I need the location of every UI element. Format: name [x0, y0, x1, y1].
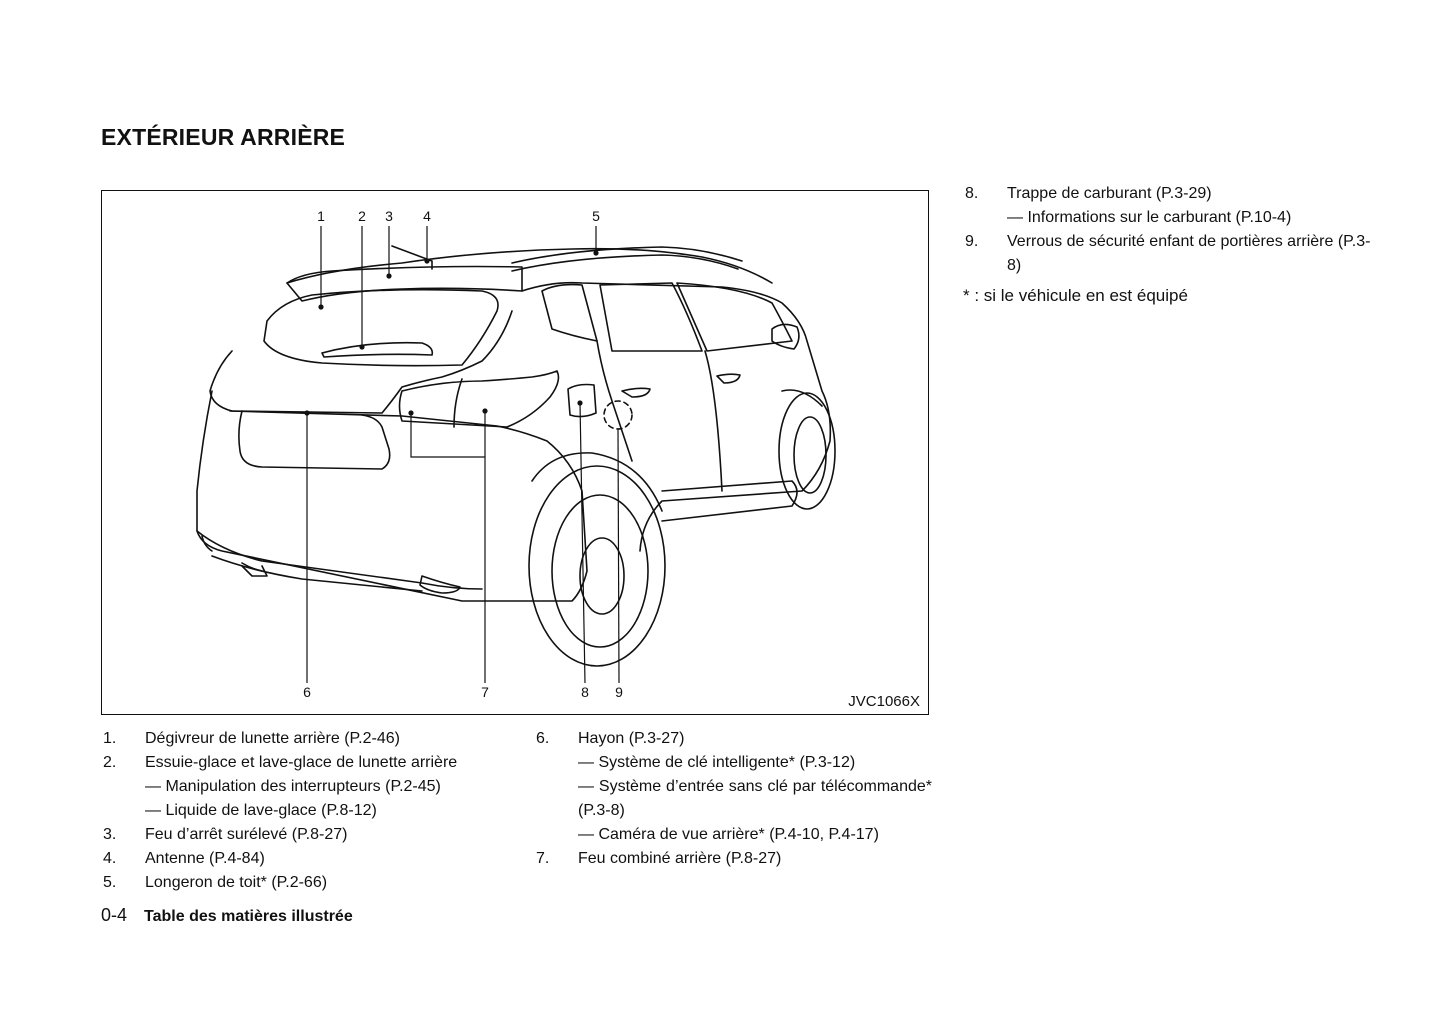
legend-column-middle: 6. Hayon (P.3-27) — Système de clé intel… [534, 727, 932, 871]
legend-column-right: 8. Trappe de carburant (P.3-29) — Inform… [963, 182, 1383, 308]
item-number: 3. [103, 826, 117, 843]
dot-5 [593, 250, 599, 256]
legend-item-9: 9. Verrous de sécurité enfant de portièr… [963, 230, 1383, 278]
item-number: 6. [536, 730, 550, 747]
item-text: Essuie-glace et lave-glace de lunette ar… [145, 754, 458, 771]
dot-1 [318, 304, 324, 310]
legend-item-3: 3. Feu d’arrêt surélevé (P.8-27) [101, 823, 501, 847]
item-text: Hayon (P.3-27) [578, 730, 685, 747]
item-text: Antenne (P.4-84) [145, 850, 265, 867]
callout-9: 9 [615, 684, 623, 700]
item-text: Feu combiné arrière (P.8-27) [578, 850, 782, 867]
leader-8 [579, 402, 586, 684]
legend-item-4: 4. Antenne (P.4-84) [101, 847, 501, 871]
item-number: 8. [965, 185, 979, 202]
legend-column-left: 1. Dégivreur de lunette arrière (P.2-46)… [101, 727, 501, 895]
legend-item-5: 5. Longeron de toit* (P.2-66) [101, 871, 501, 895]
section-title: Table des matières illustrée [144, 908, 353, 925]
legend-subitem: — Informations sur le carburant (P.10-4) [1007, 209, 1292, 226]
leader-9 [617, 428, 620, 684]
page-footer: 0-4 Table des matières illustrée [101, 905, 353, 926]
legend-subitem: — Manipulation des interrupteurs (P.2-45… [145, 778, 441, 795]
legend-item-8: 8. Trappe de carburant (P.3-29) [963, 182, 1383, 206]
legend-subitem: — Système d’entrée sans clé par télécomm… [578, 778, 932, 819]
leader-7 [410, 413, 486, 683]
page-number: 0-4 [101, 905, 128, 925]
legend-item-6: 6. Hayon (P.3-27) [534, 727, 932, 751]
item-number: 1. [103, 730, 117, 747]
dot-4 [424, 258, 430, 264]
dot-7 [408, 410, 414, 416]
item-number: 5. [103, 874, 117, 891]
footnote: * : si le véhicule en est équipé [963, 286, 1188, 305]
callout-1: 1 [317, 208, 325, 224]
dot-8 [577, 400, 583, 406]
legend-subitem: — Système de clé intelligente* (P.3-12) [578, 754, 856, 771]
item-text: Dégivreur de lunette arrière (P.2-46) [145, 730, 400, 747]
item-number: 7. [536, 850, 550, 867]
item-text: Feu d’arrêt surélevé (P.8-27) [145, 826, 348, 843]
dot-7b [482, 408, 488, 414]
callout-7: 7 [481, 684, 489, 700]
callout-6: 6 [303, 684, 311, 700]
item-text: Longeron de toit* (P.2-66) [145, 874, 328, 891]
legend-item-2: 2. Essuie-glace et lave-glace de lunette… [101, 751, 501, 775]
dot-3 [386, 273, 392, 279]
page-title: EXTÉRIEUR ARRIÈRE [101, 124, 346, 150]
callout-5: 5 [592, 208, 600, 224]
dot-6 [304, 410, 310, 416]
dot-2 [359, 344, 365, 350]
legend-subitem: — Liquide de lave-glace (P.8-12) [145, 802, 377, 819]
callout-8: 8 [581, 684, 589, 700]
vehicle-rear-illustration: 1 2 3 4 5 6 7 8 9 JVC1066X [101, 190, 929, 715]
callout-4: 4 [423, 208, 431, 224]
legend-subitem: — Caméra de vue arrière* (P.4-10, P.4-17… [578, 826, 879, 843]
item-number: 9. [965, 233, 979, 250]
item-text: Verrous de sécurité enfant de portières … [1007, 233, 1371, 274]
figure-code: JVC1066X [848, 693, 920, 710]
car-rear-drawing [196, 245, 836, 667]
callout-3: 3 [385, 208, 393, 224]
item-number: 4. [103, 850, 117, 867]
item-number: 2. [103, 754, 117, 771]
callout-2: 2 [358, 208, 366, 224]
legend-item-7: 7. Feu combiné arrière (P.8-27) [534, 847, 932, 871]
legend-item-1: 1. Dégivreur de lunette arrière (P.2-46) [101, 727, 501, 751]
item-text: Trappe de carburant (P.3-29) [1007, 185, 1212, 202]
callout-leaders [304, 226, 620, 684]
